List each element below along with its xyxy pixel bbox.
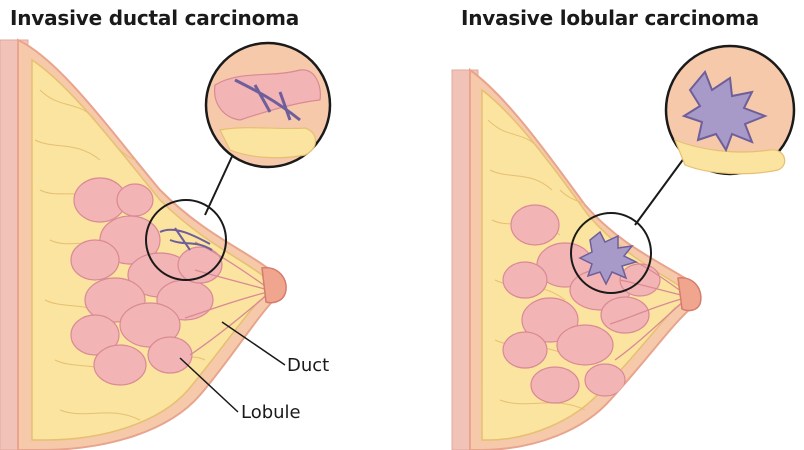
left-nipple (262, 268, 286, 303)
right-nipple (678, 278, 701, 311)
duct-label: Duct (287, 355, 329, 376)
right-diagram-title: Invasive lobular carcinoma (461, 6, 759, 30)
left-callout-line (205, 150, 235, 215)
lobule-label: Lobule (241, 402, 301, 423)
right-callout-line (635, 150, 690, 225)
right-breast-cross-section (452, 70, 701, 450)
left-diagram-title: Invasive ductal carcinoma (10, 6, 299, 30)
